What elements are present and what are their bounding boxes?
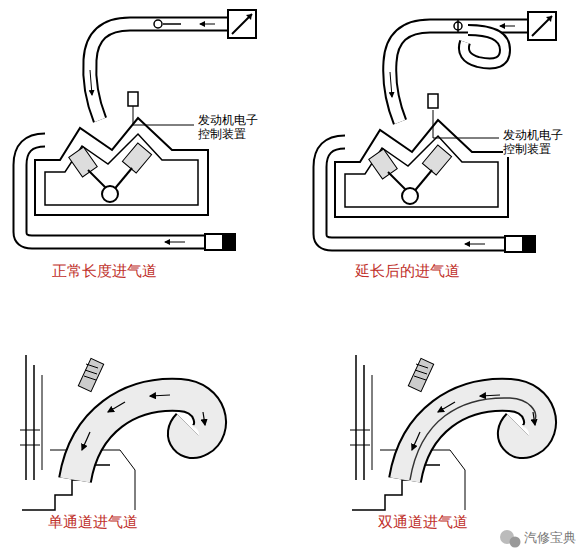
panel-caption: 正常长度进气道 — [52, 262, 157, 280]
panel-caption: 延长后的进气道 — [355, 262, 460, 280]
control-unit-label: 发动机电子 控制装置 — [503, 128, 567, 157]
panel-caption: 双通道进气道 — [378, 513, 468, 531]
watermark: 汽修宝典 — [524, 530, 576, 546]
control-unit-label: 发动机电子 控制装置 — [198, 113, 262, 142]
panel-caption: 单通道进气道 — [48, 513, 138, 531]
